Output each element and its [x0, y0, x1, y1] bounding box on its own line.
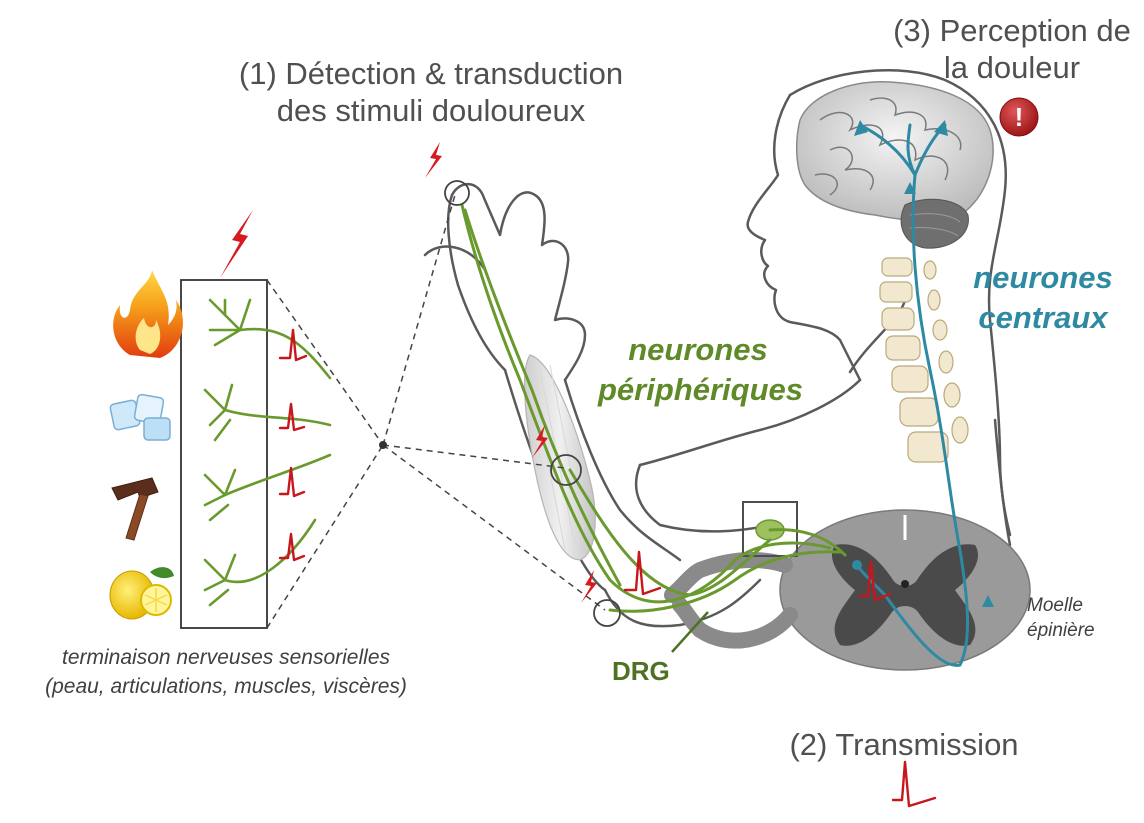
muscle-drawing — [525, 355, 596, 560]
hand-outline — [452, 184, 585, 380]
step2-title: (2) Transmission — [784, 726, 1024, 763]
brain-drawing — [797, 82, 993, 248]
central-neurons-label: neurones centraux — [968, 258, 1118, 338]
torso-outline — [995, 420, 1010, 545]
central-label-line1: neurones — [968, 258, 1118, 298]
lightning-icon — [425, 142, 442, 178]
ice-cubes-icon — [110, 394, 170, 440]
step1-title: (1) Détection & transduction des stimuli… — [231, 55, 631, 129]
spine-drawing — [880, 258, 968, 462]
arm-outer — [636, 465, 770, 531]
step3-title-line2: la douleur — [892, 49, 1132, 86]
lightning-icon — [220, 210, 253, 278]
endings-caption-line2: (peau, articulations, muscles, viscères) — [0, 672, 452, 701]
peripheral-label-line2: périphériques — [598, 370, 798, 410]
step1-title-line1: (1) Détection & transduction — [231, 55, 631, 92]
spinal-label-line2: épinière — [1027, 618, 1095, 643]
spinal-label-line1: Moelle — [1027, 593, 1095, 618]
central-label-line2: centraux — [968, 298, 1118, 338]
step3-title-line1: (3) Perception de — [892, 12, 1132, 49]
step3-title: (3) Perception de la douleur — [892, 12, 1132, 86]
peripheral-neurons-label: neurones périphériques — [598, 330, 798, 410]
endings-caption-line1: terminaison nerveuses sensorielles — [0, 643, 452, 672]
hammer-icon — [112, 478, 158, 540]
alert-exclamation-icon: ! — [1009, 100, 1029, 134]
nerve-endings-caption: terminaison nerveuses sensorielles (peau… — [0, 643, 452, 701]
lemon-icon — [110, 567, 174, 619]
peripheral-label-line1: neurones — [598, 330, 798, 370]
hand-inner — [448, 195, 505, 370]
spinal-cord-label: Moelle épinière — [1027, 593, 1095, 643]
drg-label: DRG — [612, 656, 670, 687]
fire-icon — [113, 270, 183, 358]
step1-title-line2: des stimuli douloureux — [231, 92, 631, 129]
